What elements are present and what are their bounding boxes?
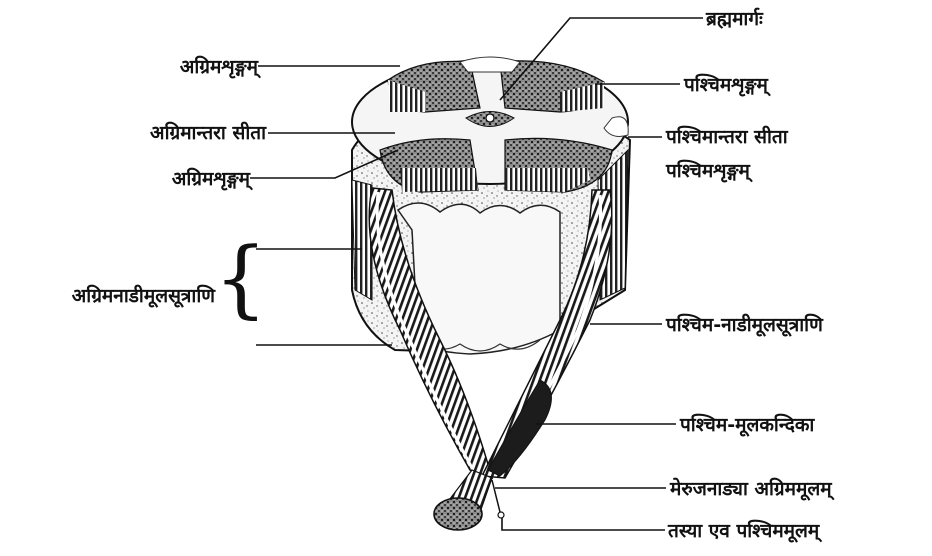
anterior-fibre-wall [352,180,372,300]
label-posterior-horn-lower: पश्चिमशृङ्गम् [666,160,750,182]
label-posterior-root-ganglion: पश्चिम-मूलकन्दिका [680,414,814,436]
label-anterior-horn-lower: अग्रिमशृङ्गम् [100,168,250,190]
label-anterior-nerve-root-fibers: अग्रिमनाडीमूलसूत्राणि [0,285,215,307]
label-spinal-nerve-anterior-root: मेरुजनाड्या अग्रिममूलम् [670,478,832,500]
label-anterior-horn-top: अग्रिमशृङ्गम् [100,56,258,78]
curly-brace-icon: { [214,236,267,320]
label-anterior-median-fissure: अग्रिमान्तरा सीता [40,122,266,144]
label-brahma-marga: ब्रह्ममार्गः [706,8,763,30]
label-posterior-median-fissure: पश्चिमान्तरा सीता [666,126,788,148]
label-its-posterior-root: तस्या एव पश्चिममूलम् [668,520,819,542]
label-posterior-horn-top: पश्चिमशृङ्गम् [684,74,768,96]
label-posterior-nerve-root-fibers: पश्चिम-नाडीमूलसूत्राणि [666,314,823,336]
cross-section-top [352,57,628,192]
